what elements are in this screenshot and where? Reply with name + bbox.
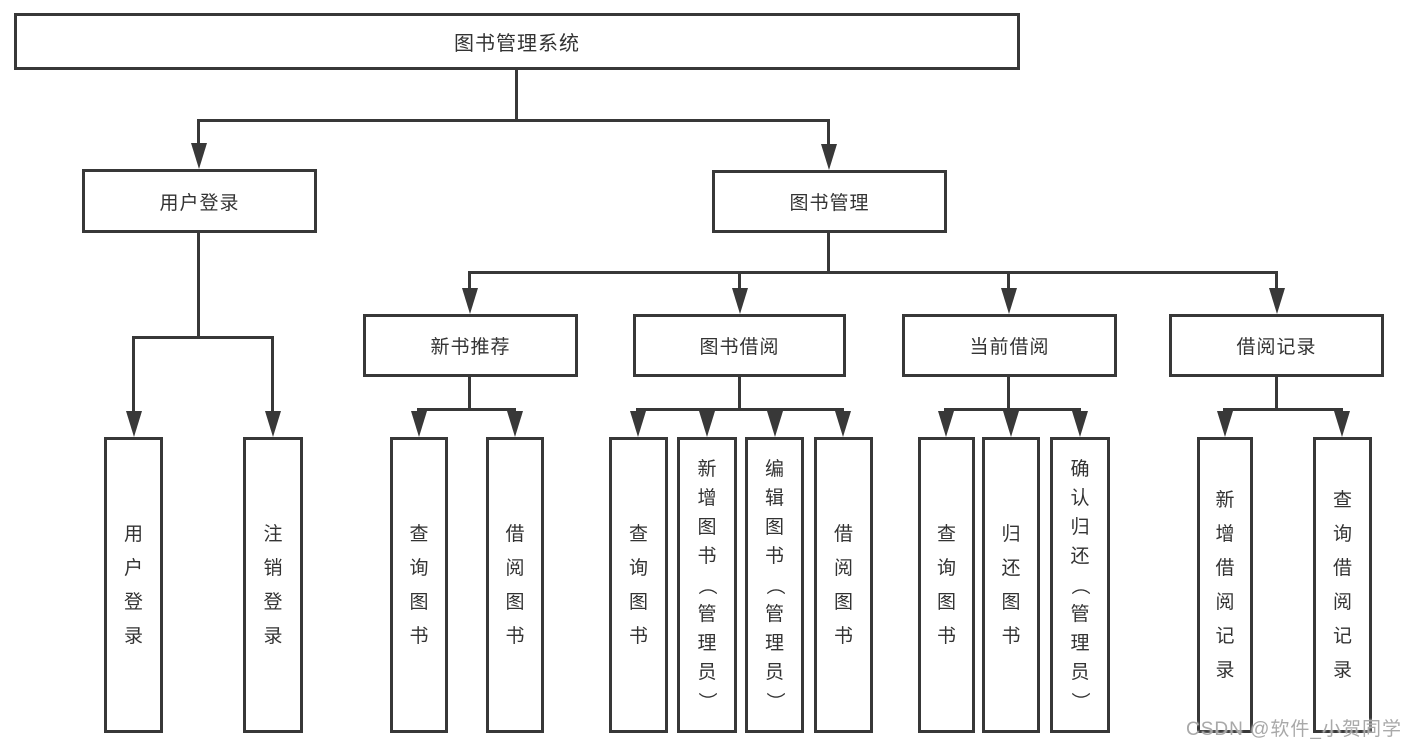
leaf-query-book: 查询图书 <box>390 437 448 733</box>
connector-leg-group <box>738 271 741 292</box>
node-user-login: 用户登录 <box>82 169 317 233</box>
node-borrow-record: 借阅记录 <box>1169 314 1384 377</box>
connector-group-stem <box>738 377 741 410</box>
leaf-return-book: 归还图书 <box>982 437 1040 733</box>
connector-leg-leaf <box>271 336 274 413</box>
connector-leg-leaf <box>132 336 135 413</box>
leaf-borrow-book: 借阅图书 <box>486 437 544 733</box>
connector-leg-user-login <box>197 119 200 149</box>
arrow-down-icon <box>265 411 281 437</box>
arrow-down-icon <box>462 288 478 314</box>
arrow-down-icon <box>699 411 715 437</box>
connector-book-management-branch <box>468 271 1278 274</box>
node-book-management: 图书管理 <box>712 170 947 233</box>
node-new-book-recommend: 新书推荐 <box>363 314 578 377</box>
csdn-watermark: CSDN @软件_小贺同学 <box>1186 719 1402 740</box>
arrow-down-icon <box>411 411 427 437</box>
arrow-down-icon <box>821 144 837 170</box>
arrow-down-icon <box>1072 411 1088 437</box>
arrow-down-icon <box>507 411 523 437</box>
arrow-down-icon <box>1269 288 1285 314</box>
arrow-down-icon <box>1001 288 1017 314</box>
leaf-query-borrow-record: 查询借阅记录 <box>1313 437 1372 733</box>
connector-group-branch <box>636 408 844 411</box>
leaf-confirm-return-admin: 确认归还（管理员） <box>1050 437 1110 733</box>
arrow-down-icon <box>1217 411 1233 437</box>
connector-leg-book-management <box>827 119 830 150</box>
node-book-borrow: 图书借阅 <box>633 314 846 377</box>
connector-group-branch <box>417 408 516 411</box>
leaf-logout: 注销登录 <box>243 437 303 733</box>
connector-user-login-branch <box>132 336 274 339</box>
connector-group-branch <box>944 408 1081 411</box>
connector-root-branch <box>197 119 830 122</box>
arrow-down-icon <box>1334 411 1350 437</box>
connector-group-stem <box>468 377 471 410</box>
node-current-borrow: 当前借阅 <box>902 314 1117 377</box>
connector-book-management-stem <box>827 233 830 274</box>
connector-leg-group <box>468 271 471 292</box>
connector-group-stem <box>1007 377 1010 410</box>
arrow-down-icon <box>938 411 954 437</box>
leaf-query-book: 查询图书 <box>918 437 975 733</box>
leaf-add-borrow-record: 新增借阅记录 <box>1197 437 1253 733</box>
arrow-down-icon <box>767 411 783 437</box>
arrow-down-icon <box>630 411 646 437</box>
connector-group-stem <box>1275 377 1278 410</box>
leaf-edit-book-admin: 编辑图书（管理员） <box>745 437 804 733</box>
leaf-add-book-admin: 新增图书（管理员） <box>677 437 737 733</box>
node-root: 图书管理系统 <box>14 13 1020 70</box>
leaf-query-book: 查询图书 <box>609 437 668 733</box>
arrow-down-icon <box>1003 411 1019 437</box>
arrow-down-icon <box>732 288 748 314</box>
leaf-borrow-book: 借阅图书 <box>814 437 873 733</box>
connector-user-login-stem <box>197 233 200 339</box>
connector-leg-group <box>1007 271 1010 292</box>
connector-group-branch <box>1223 408 1343 411</box>
arrow-down-icon <box>835 411 851 437</box>
arrow-down-icon <box>191 143 207 169</box>
arrow-down-icon <box>126 411 142 437</box>
leaf-user-login: 用户登录 <box>104 437 163 733</box>
connector-leg-group <box>1275 271 1278 292</box>
connector-root-stem <box>515 70 518 122</box>
